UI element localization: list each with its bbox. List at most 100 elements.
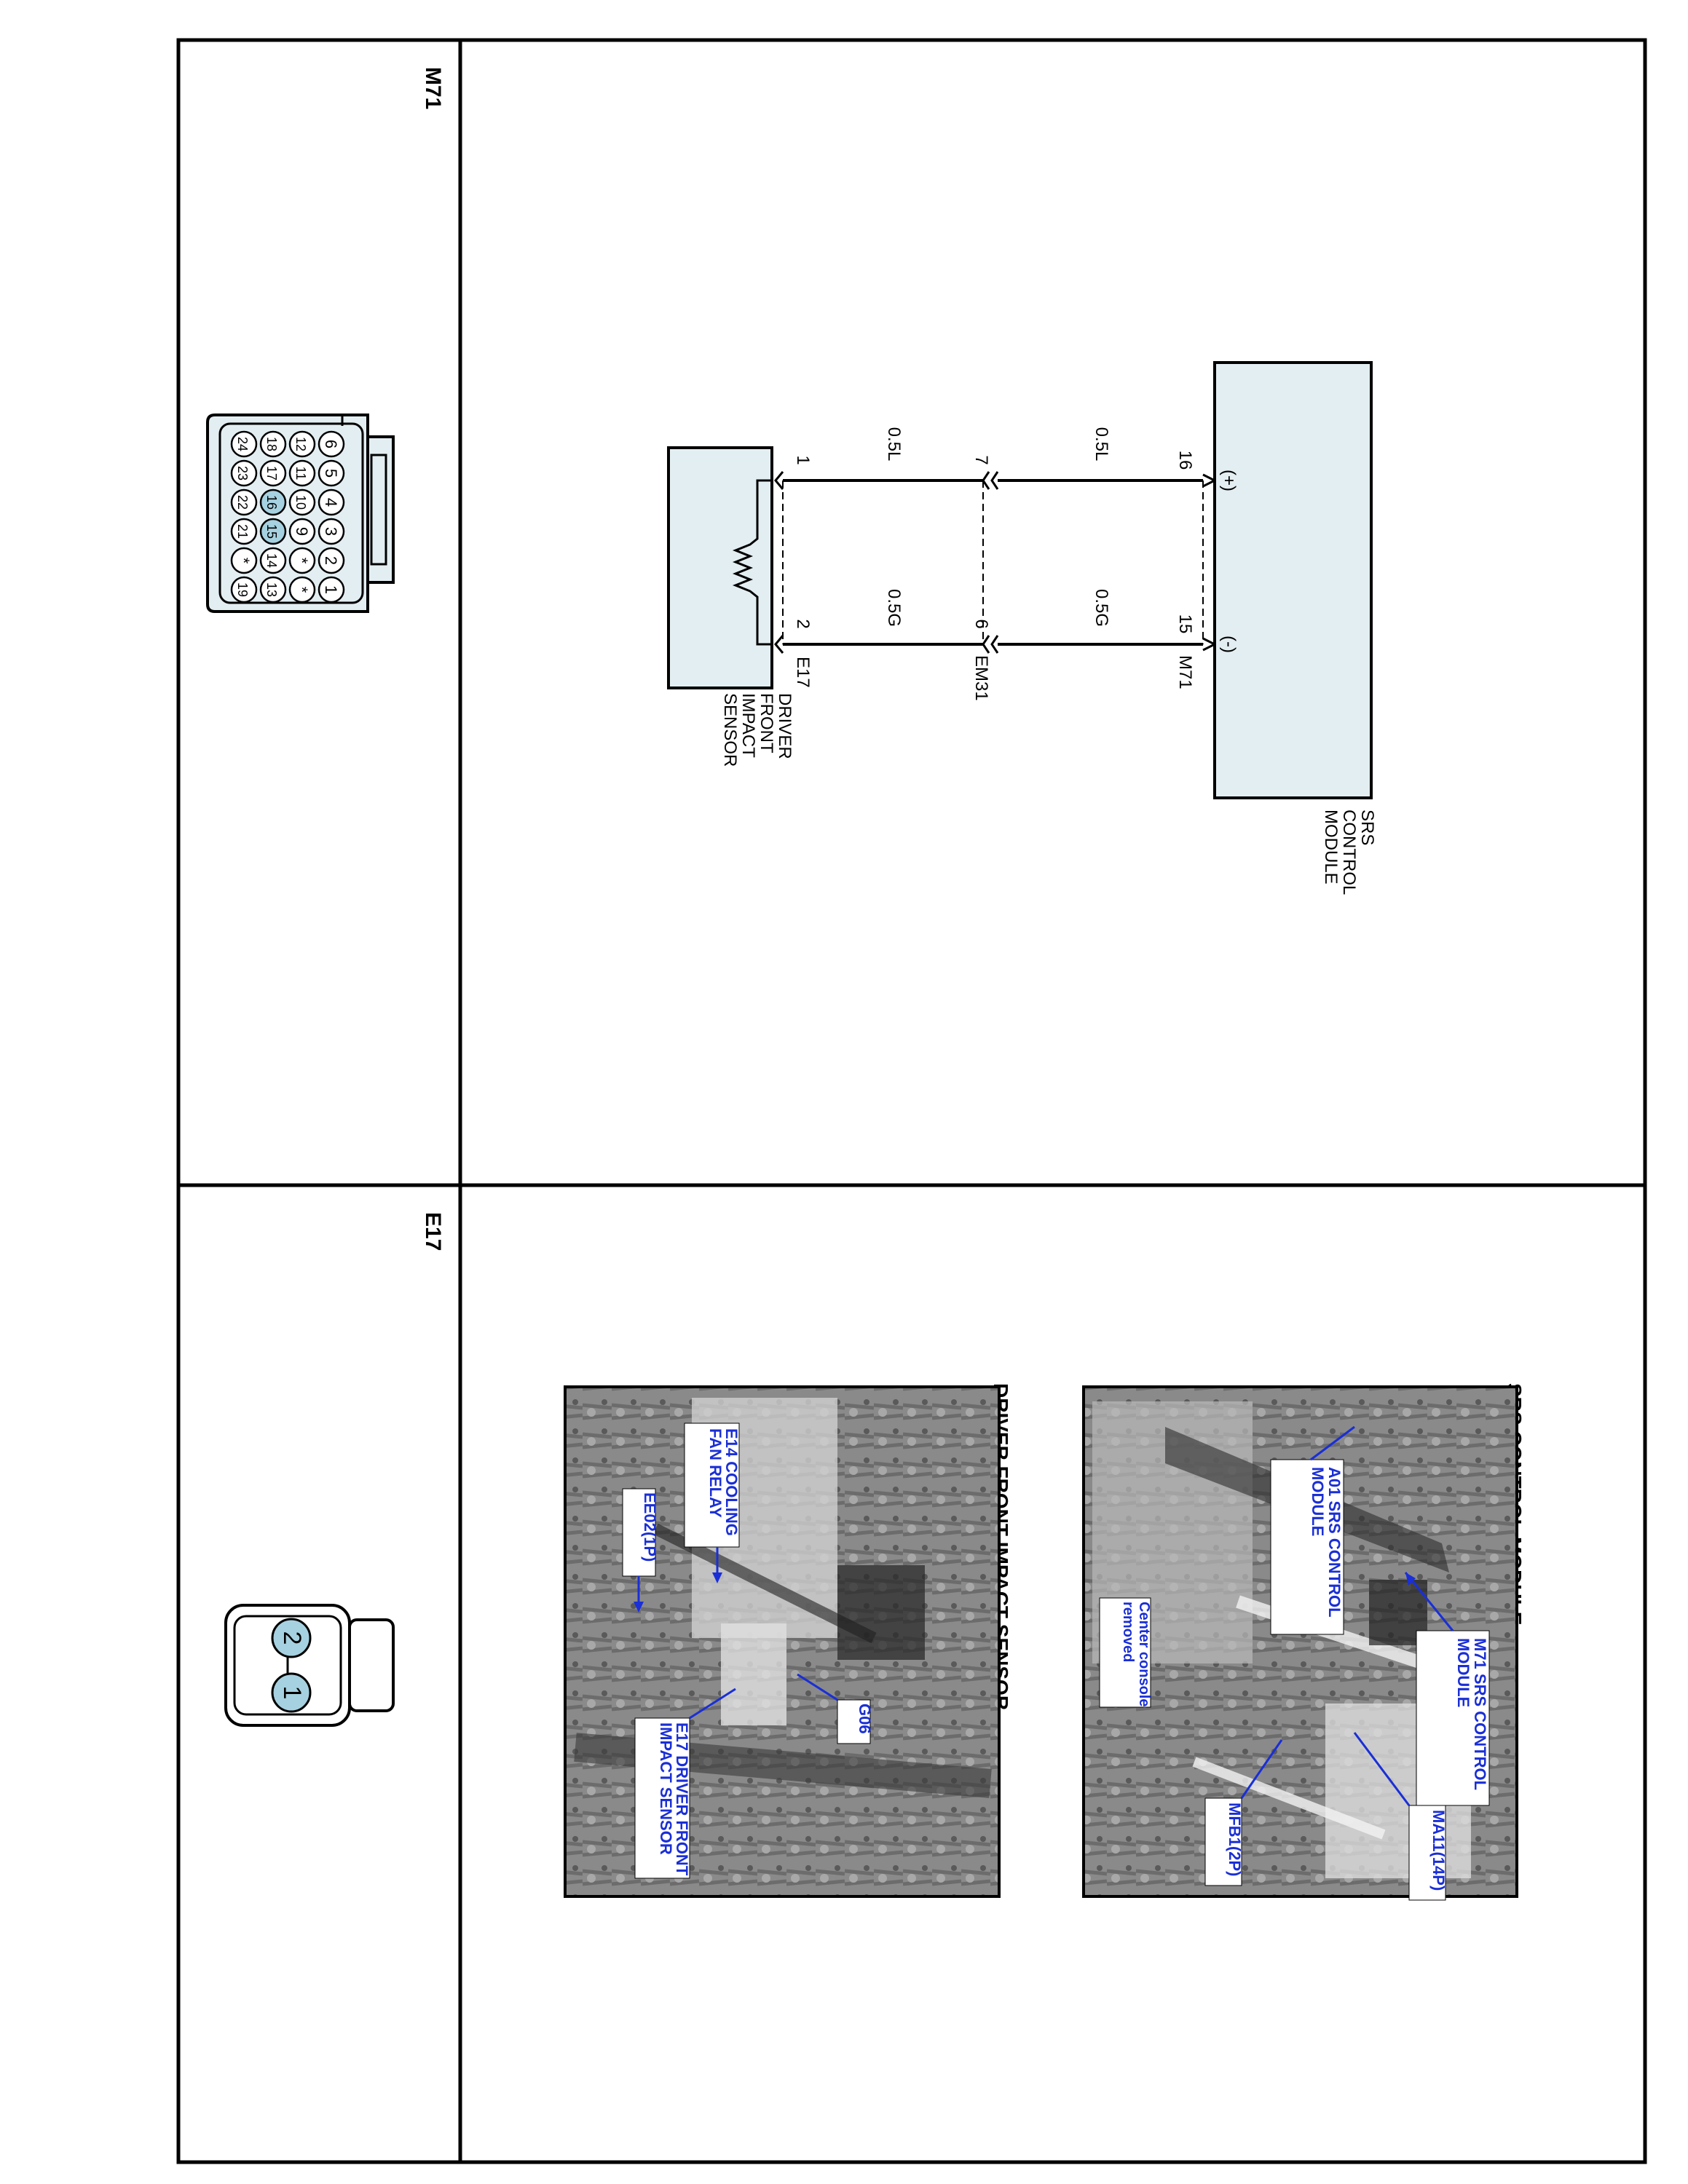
m71-pin-label: 14 xyxy=(264,553,279,568)
em31-pin7-label: 7 xyxy=(971,455,991,464)
circuit-schematic: SRS CONTROL MODULE (+) (-) 1 6 15 M71 0.5… xyxy=(667,361,1377,895)
callout-e17-line1: E17 DRIVER FRONT xyxy=(673,1722,691,1876)
m71-pin xyxy=(318,459,345,487)
sensor-photo xyxy=(564,1385,1001,1898)
sensor-label-3: IMPACT xyxy=(738,693,758,758)
m71-pin-label: 23 xyxy=(235,466,250,480)
em31-connector-label: EM31 xyxy=(971,655,991,701)
m71-pin-label: * xyxy=(293,558,311,564)
m71-pin xyxy=(230,518,258,545)
sensor-label-1: DRIVER xyxy=(775,693,794,759)
m71-pin xyxy=(318,430,345,458)
callout-g06: G06 xyxy=(797,1673,874,1744)
m71-pin xyxy=(230,488,258,516)
callout-m71-srs-line2: MODULE xyxy=(1454,1638,1472,1707)
m71-pin xyxy=(288,547,316,574)
callout-g06-text: G06 xyxy=(856,1704,874,1734)
callout-e14-line1: E14 COOLING xyxy=(722,1428,741,1536)
e17-pin-2 xyxy=(271,1618,312,1658)
m71-pin-label: 12 xyxy=(293,437,308,451)
e17-pin-2-label: 2 xyxy=(278,1631,306,1645)
callout-e17: E17 DRIVER FRONT IMPACT SENSOR xyxy=(634,1688,736,1879)
em31-pin6-label: 6 xyxy=(971,619,991,628)
srs-minus-label: (-) xyxy=(1219,636,1239,653)
m71-pin-label: 3 xyxy=(322,527,340,536)
m71-pin xyxy=(259,518,287,545)
e17-pin2-label-schematic: 2 xyxy=(793,619,813,628)
callout-a01-srs: A01 SRS CONTROL MODULE xyxy=(1270,1425,1355,1635)
e17-pin-1 xyxy=(271,1672,312,1713)
sensor-label-4: SENSOR xyxy=(720,693,740,767)
m71-pin15-label: 15 xyxy=(1175,614,1195,634)
wire-minus-lower-label: 0.5G xyxy=(884,589,904,627)
m71-pin-label: 22 xyxy=(235,495,250,510)
m71-pin-label: 11 xyxy=(293,467,308,480)
callout-ma11: MA11(14P) xyxy=(1353,1732,1448,1901)
callout-ma11-text: MA11(14P) xyxy=(1429,1810,1448,1891)
e17-panel-title: E17 xyxy=(421,1212,445,1251)
m71-pin xyxy=(288,430,316,458)
m71-pin xyxy=(318,518,345,545)
callout-e14-line2: FAN RELAY xyxy=(706,1428,725,1518)
callout-a01-srs-line1: A01 SRS CONTROL xyxy=(1325,1467,1344,1618)
m71-connector-label: M71 xyxy=(1175,655,1195,689)
m71-pin xyxy=(288,488,316,516)
m71-pin xyxy=(259,576,287,604)
m71-pin xyxy=(259,488,287,516)
e17-connector-label-schematic: E17 xyxy=(793,657,813,688)
m71-pin xyxy=(230,430,258,458)
m71-pin xyxy=(288,459,316,487)
callout-e14: E14 COOLING FAN RELAY xyxy=(684,1423,741,1583)
callout-console-line2: removed xyxy=(1120,1602,1136,1662)
m71-pin-label: 21 xyxy=(235,524,250,539)
callout-a01-srs-line2: MODULE xyxy=(1309,1467,1327,1536)
impact-sensor-box xyxy=(667,446,773,689)
m71-pin xyxy=(318,488,345,516)
m71-pin xyxy=(288,518,316,545)
m71-pin xyxy=(259,459,287,487)
wire-minus-upper-label: 0.5G xyxy=(1092,589,1111,627)
srs-module-box xyxy=(1213,361,1373,799)
callout-m71-srs-line1: M71 SRS CONTROL xyxy=(1471,1638,1489,1790)
srs-module-label-1: SRS xyxy=(1357,810,1377,845)
m71-pin xyxy=(230,547,258,574)
callout-mfb1-text: MFB1(2P) xyxy=(1226,1803,1244,1876)
m71-pin-label: 5 xyxy=(322,469,340,478)
m71-pin xyxy=(318,576,345,604)
sensor-resistor-symbol xyxy=(732,479,772,646)
m71-pin xyxy=(318,547,345,574)
m71-pin-label: 9 xyxy=(293,527,311,536)
m71-pin-label: 18 xyxy=(264,437,279,451)
callout-ee02: EE02(1P) xyxy=(622,1488,659,1613)
page-frame xyxy=(176,38,1647,2164)
m71-pin-label: 1 xyxy=(322,585,340,594)
callout-ee02-text: EE02(1P) xyxy=(641,1492,659,1562)
m71-pin-label: 24 xyxy=(235,437,250,451)
callout-m71-srs: M71 SRS CONTROL MODULE xyxy=(1404,1572,1490,1806)
callout-e17-line2: IMPACT SENSOR xyxy=(657,1722,675,1855)
m71-pin xyxy=(259,547,287,574)
e17-pin1-label-schematic: 1 xyxy=(793,455,813,464)
e17-connector-face: 2 1 xyxy=(224,1604,395,1727)
m71-pin-label: 13 xyxy=(264,582,279,597)
callout-console: Center console removed xyxy=(1099,1597,1152,1708)
e17-pin-1-label: 1 xyxy=(278,1686,306,1700)
srs-module-label-2: CONTROL xyxy=(1339,810,1359,895)
m71-pin-label: 4 xyxy=(322,498,340,507)
srs-module-label-3: MODULE xyxy=(1321,810,1341,885)
m71-pin-label: 6 xyxy=(322,440,340,448)
wire-plus-upper-label: 0.5L xyxy=(1092,427,1111,462)
callout-mfb1: MFB1(2P) xyxy=(1204,1739,1283,1886)
m71-pin xyxy=(230,459,258,487)
sensor-label-2: FRONT xyxy=(757,693,776,753)
m71-pin-label: 17 xyxy=(264,466,279,480)
m71-panel-title: M71 xyxy=(421,67,445,109)
m71-pin-label: * xyxy=(293,587,311,593)
callout-console-line1: Center console xyxy=(1136,1602,1152,1706)
m71-pin-label: 19 xyxy=(235,582,250,597)
m71-pin-label: 15 xyxy=(264,524,279,539)
m71-pin-label: 2 xyxy=(322,556,340,565)
m71-pin xyxy=(259,430,287,458)
srs-plus-label: (+) xyxy=(1219,470,1239,491)
